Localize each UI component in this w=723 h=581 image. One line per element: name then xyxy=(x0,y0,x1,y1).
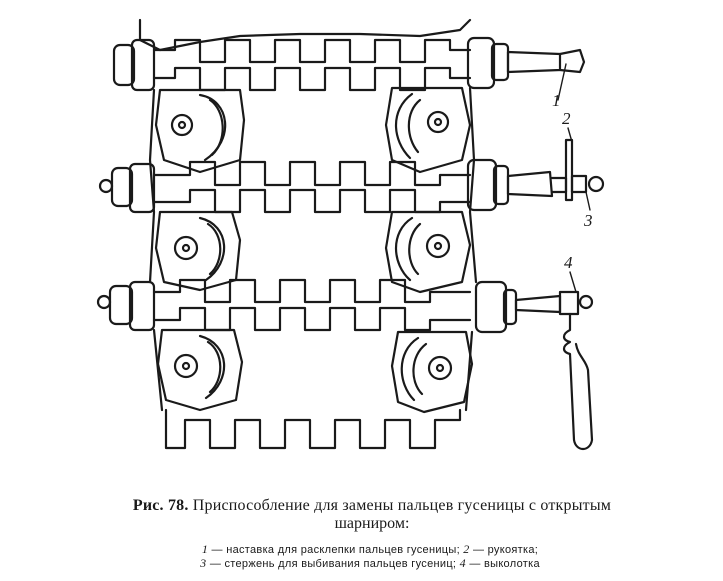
leader-2 xyxy=(567,127,573,143)
caption-title-line-1: Рис. 78. Приспособление для замены пальц… xyxy=(42,496,702,516)
legend-text: — стержень для выбивания пальцев гусениц… xyxy=(209,558,457,570)
track-lug-left-2 xyxy=(154,210,242,292)
caption-title-text: Приспособление для замены пальцев гусени… xyxy=(192,497,612,514)
legend-num: 4 xyxy=(459,556,466,570)
callout-4: 4 xyxy=(564,253,573,272)
track-lug-right-3 xyxy=(390,330,474,414)
track-lug-left-3 xyxy=(156,328,244,412)
legend-text: — рукоятка; xyxy=(472,544,539,556)
track-link-row-3 xyxy=(96,278,594,451)
legend-line-1: 1 — наставка для расклепки пальцев гусен… xyxy=(90,542,650,557)
track-lug-right-2 xyxy=(384,210,472,294)
track-lug-left-1 xyxy=(154,88,246,174)
track-bottom-teeth xyxy=(164,408,462,450)
legend-num: 3 xyxy=(200,556,207,570)
track-top-edge xyxy=(138,18,472,52)
legend-num: 1 xyxy=(201,542,209,556)
leader-3 xyxy=(585,191,591,211)
figure-number: Рис. 78. xyxy=(132,497,189,514)
track-right-side xyxy=(464,86,478,412)
legend-text: — наставка для расклепки пальцев гусениц… xyxy=(211,544,460,556)
caption-title-line-2: шарниром: xyxy=(334,515,410,532)
callout-3: 3 xyxy=(583,211,593,230)
callout-1: 1 xyxy=(552,91,561,110)
figure-caption: Рис. 78. Приспособление для замены пальц… xyxy=(0,490,723,581)
track-link-row-2 xyxy=(98,138,605,214)
track-left-side xyxy=(148,88,164,412)
legend-text: — выколотка xyxy=(469,558,540,570)
track-pin-tool-drawing: 1 2 3 4 xyxy=(96,18,605,451)
legend-num: 2 xyxy=(463,542,470,556)
callout-2: 2 xyxy=(562,109,571,128)
leader-4 xyxy=(569,271,577,293)
track-lug-right-1 xyxy=(384,86,472,174)
legend-line-2: 3 — стержень для выбивания пальцев гусен… xyxy=(90,556,650,571)
leader-1 xyxy=(557,63,567,101)
